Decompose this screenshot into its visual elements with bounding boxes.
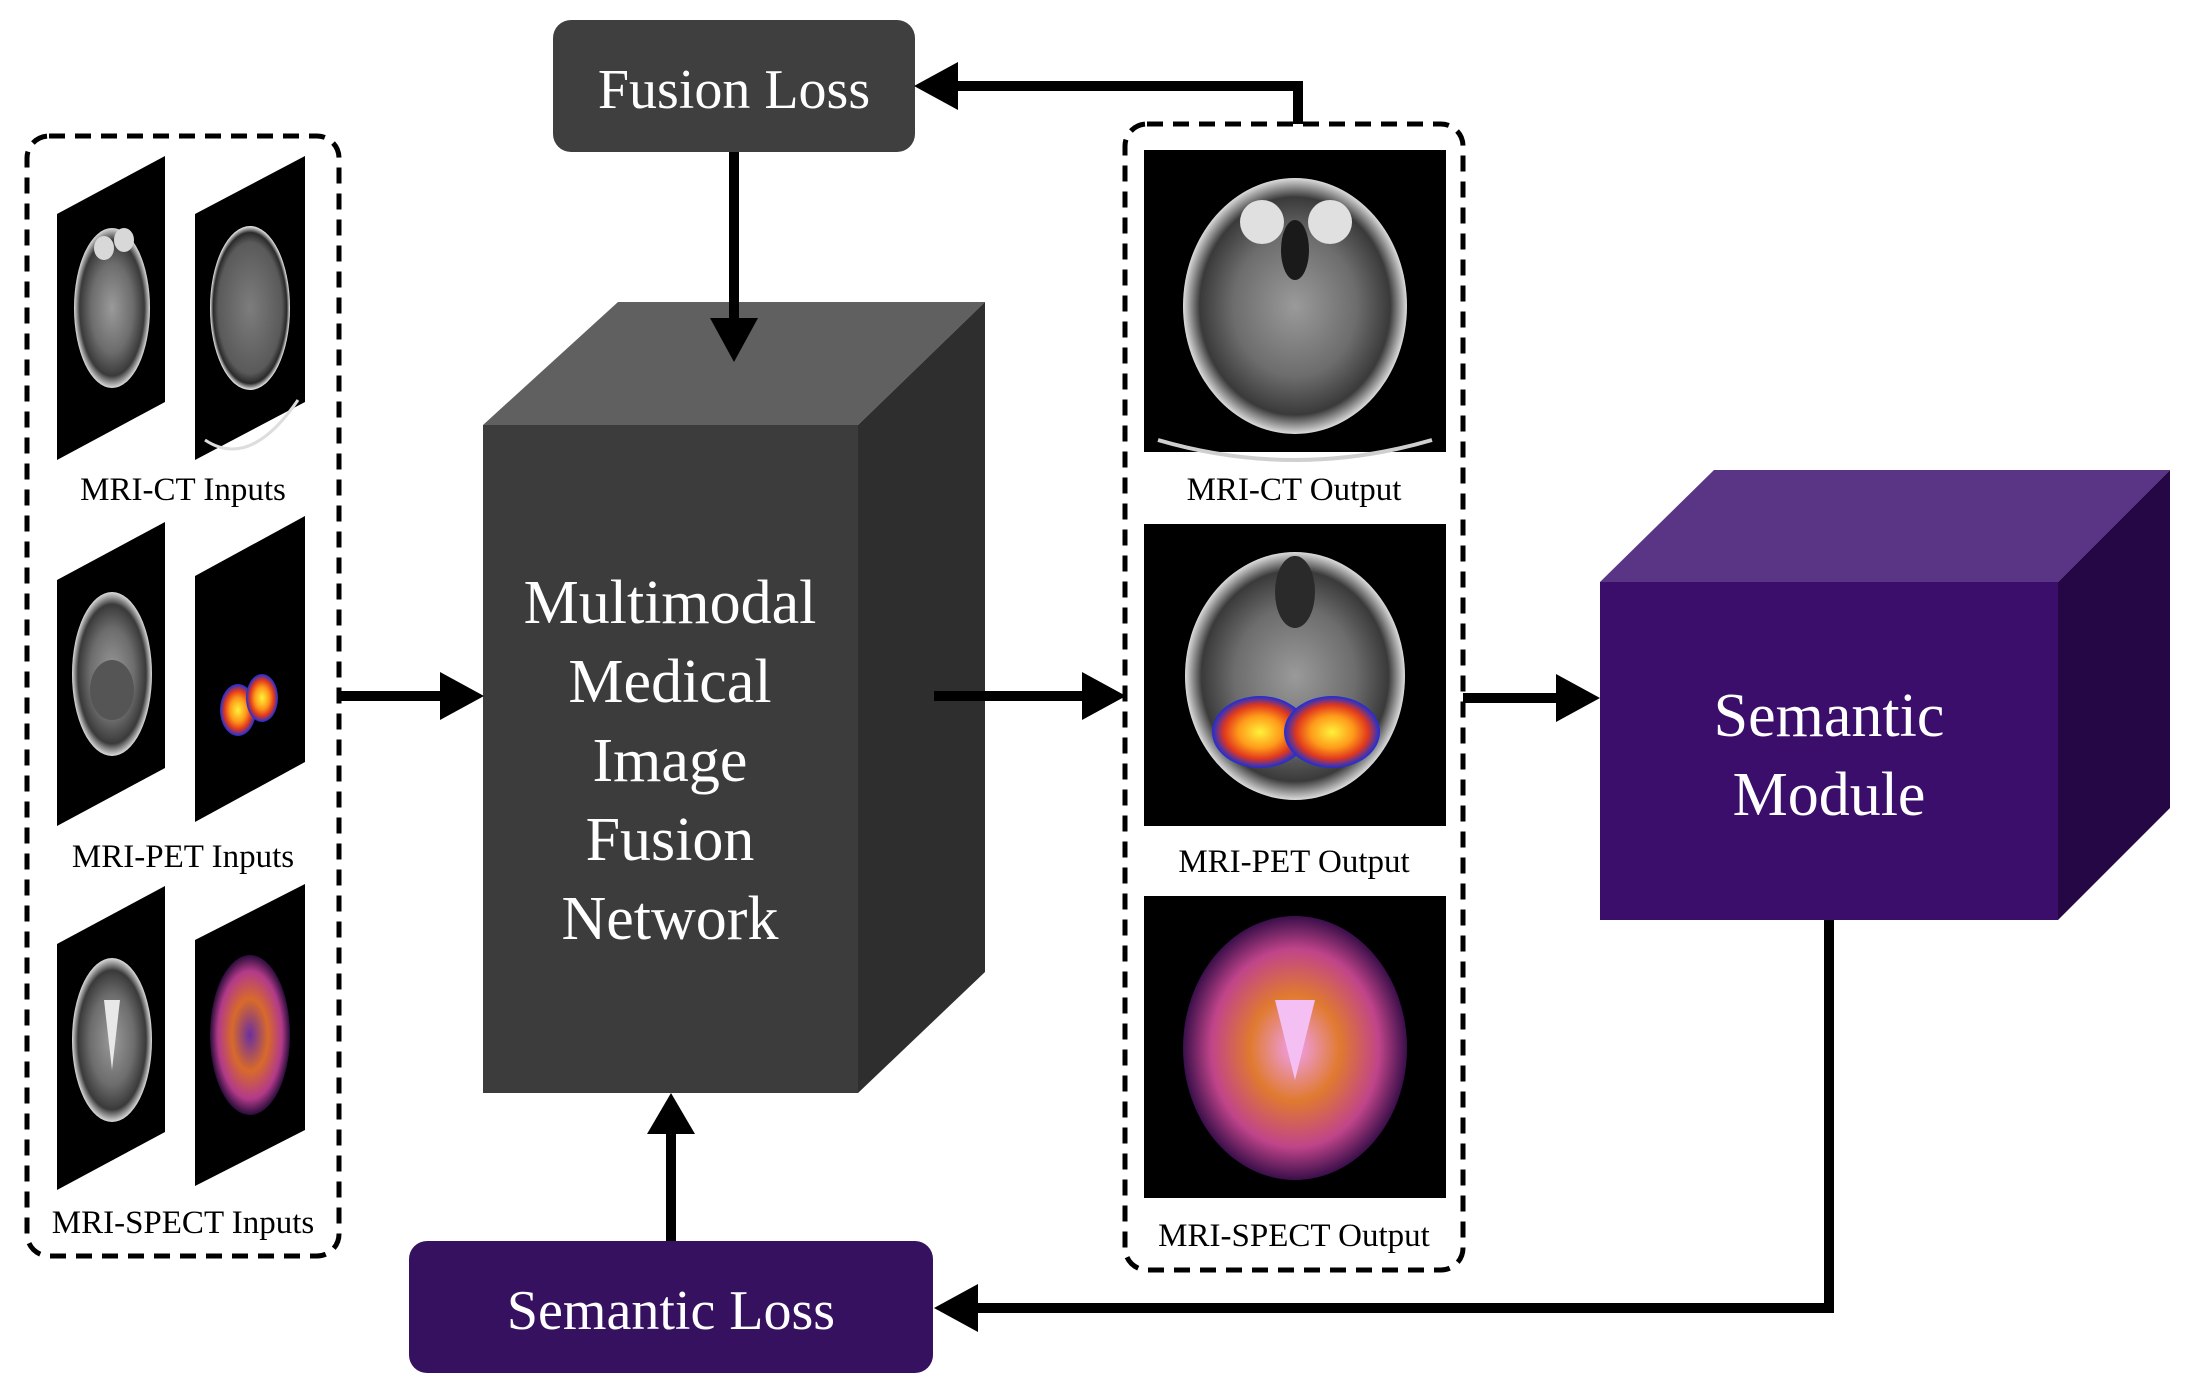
fusion-network-label-line-1: Multimodal (524, 569, 817, 637)
semantic-module-cube-top (1600, 470, 2170, 582)
semantic-loss-label: Semantic Loss (507, 1280, 835, 1342)
arrow-fusion-loss-to-network (710, 152, 758, 362)
fusion-network-cube-front (483, 425, 858, 1093)
mri-pet-output: MRI-PET Output (1144, 524, 1446, 880)
arrow-semantic-loss-to-network (647, 1093, 695, 1241)
fusion-loss-label: Fusion Loss (598, 59, 870, 121)
mri-spect-input-pair: MRI-SPECT Inputs (52, 884, 315, 1241)
mri-spect-output: MRI-SPECT Output (1144, 896, 1446, 1254)
arrows (339, 62, 1834, 1332)
mri-spect-output-label: MRI-SPECT Output (1158, 1218, 1430, 1254)
mri-pet-inputs-label: MRI-PET Inputs (72, 839, 294, 875)
fusion-network-cube-side (858, 302, 985, 1093)
arrow-semantic-module-to-semantic-loss (934, 920, 1834, 1332)
fusion-loss-box-shape (553, 20, 915, 152)
mri-ct-output: MRI-CT Output (1144, 150, 1446, 508)
fusion-network-label-line-5: Network (562, 885, 779, 953)
semantic-module-cube-front (1600, 582, 2058, 920)
arrow-network-to-outputs (934, 672, 1126, 720)
spect-input-slice (195, 884, 305, 1186)
mri-pet-output-label: MRI-PET Output (1178, 844, 1409, 880)
semantic-module-cube-side (2058, 470, 2170, 920)
mri-pet-input-pair: MRI-PET Inputs (57, 516, 305, 875)
fusion-network-label-line-2: Medical (568, 648, 771, 716)
mri-spect-inputs-label: MRI-SPECT Inputs (52, 1205, 315, 1241)
mri-input-slice-1 (57, 156, 165, 460)
fusion-network-label-line-4: Fusion (586, 806, 755, 874)
semantic-module-label-line-2: Module (1733, 761, 1926, 829)
semantic-module-label-line-1: Semantic (1714, 682, 1945, 750)
outputs-dashed-panel (1122, 121, 1466, 1273)
semantic-loss-box-shape (409, 1241, 933, 1373)
mri-input-slice-3 (57, 886, 165, 1190)
arrow-inputs-to-network (339, 672, 484, 720)
mri-ct-input-pair: MRI-CT Inputs (57, 156, 305, 508)
semantic-module-cube: Semantic Module (1600, 470, 2170, 920)
arrow-outputs-to-semantic-module (1463, 674, 1600, 722)
fusion-network-cube-top (483, 302, 985, 425)
fusion-network-label-line-3: Image (593, 727, 748, 795)
mri-input-slice-2 (57, 522, 165, 826)
ct-input-slice-1 (195, 156, 305, 460)
fusion-loss-box: Fusion Loss (553, 20, 915, 152)
mri-ct-inputs-label: MRI-CT Inputs (80, 472, 286, 508)
arrow-outputs-to-fusion-loss (914, 62, 1303, 124)
fusion-network-cube: Multimodal Medical Image Fusion Network (483, 302, 985, 1093)
pet-input-slice (195, 516, 305, 822)
semantic-loss-box: Semantic Loss (409, 1241, 933, 1373)
mri-ct-output-label: MRI-CT Output (1187, 472, 1402, 508)
